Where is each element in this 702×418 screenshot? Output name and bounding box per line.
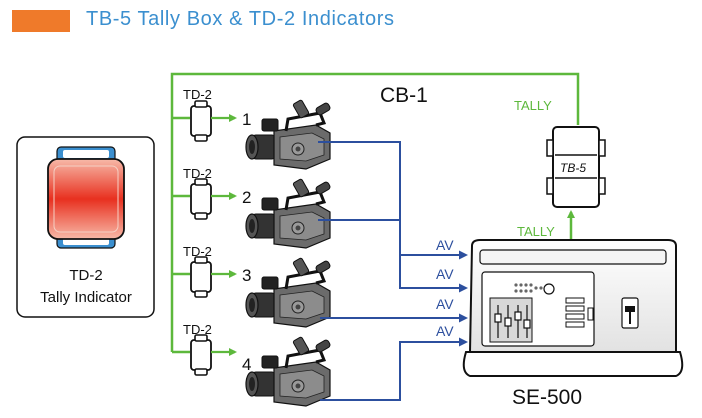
callout-caption: Tally Indicator xyxy=(40,289,132,306)
cb1-label: CB-1 xyxy=(380,84,428,107)
camera-3-number: 3 xyxy=(242,266,251,285)
se500-switcher xyxy=(462,239,684,377)
camera-3-icon xyxy=(244,256,333,329)
page-title: TB-5 Tally Box & TD-2 Indicators xyxy=(86,8,395,30)
camera-2-icon xyxy=(244,177,333,250)
title-accent-bar xyxy=(12,10,70,32)
camera-1-number: 1 xyxy=(242,110,251,129)
camera-1-icon xyxy=(244,98,333,171)
camera-2-number: 2 xyxy=(242,188,251,207)
se500-label: SE-500 xyxy=(512,386,582,409)
av-label-2: AV xyxy=(436,266,454,282)
callout-model-label: TD-2 xyxy=(69,267,102,284)
av-label-1: AV xyxy=(436,237,454,253)
indicator-1-label: TD-2 xyxy=(183,87,212,102)
indicator-4-label: TD-2 xyxy=(183,322,212,337)
av-label-3: AV xyxy=(436,296,454,312)
tally-lamp xyxy=(47,158,125,240)
indicator-3: TD-2 3 xyxy=(183,244,251,298)
cb1-cable xyxy=(170,72,580,354)
tally-top-label: TALLY xyxy=(514,98,552,113)
indicator-1: TD-2 1 xyxy=(183,87,251,142)
camera-4-number: 4 xyxy=(242,355,251,374)
av-label-4: AV xyxy=(436,323,454,339)
tb5-tally-box: TB-5 xyxy=(546,126,606,208)
indicator-4: TD-2 4 xyxy=(183,322,251,376)
indicator-3-label: TD-2 xyxy=(183,244,212,259)
indicator-2: TD-2 2 xyxy=(183,166,251,220)
camera-4-icon xyxy=(244,335,333,408)
av-cables xyxy=(318,141,468,401)
tally-bottom-label: TALLY xyxy=(517,224,555,239)
indicator-2-label: TD-2 xyxy=(183,166,212,181)
indicator-callout: TD-2 Tally Indicator xyxy=(16,136,155,318)
tb5-label: TB-5 xyxy=(560,161,586,175)
